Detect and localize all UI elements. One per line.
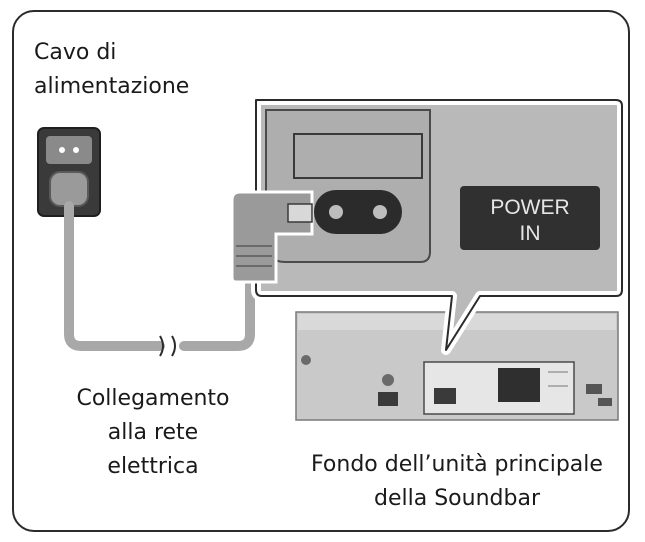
power-in-label-line2: IN: [520, 222, 541, 245]
mains-label-line: elettrica: [107, 454, 199, 479]
soundbar-bottom-label: Fondo dell’unità principale della Soundb…: [284, 448, 630, 516]
power-inlet: [314, 190, 402, 234]
wall-socket: [37, 127, 101, 217]
soundbar-label-line: Fondo dell’unità principale: [311, 452, 603, 477]
power-cable-label: Cavo di alimentazione: [34, 36, 189, 104]
power-in-label-line1: POWER: [490, 196, 569, 219]
soundbar-label-line: della Soundbar: [374, 486, 540, 511]
power-cable: [64, 201, 255, 357]
power-cable-label-line: alimentazione: [34, 74, 190, 99]
power-plug: [230, 190, 314, 284]
power-cable-label-line: Cavo di: [34, 40, 117, 65]
mains-connection-label: Collegamento alla rete elettrica: [58, 382, 248, 484]
callout-zoom: POWER IN: [230, 95, 627, 355]
mains-label-line: Collegamento: [76, 386, 230, 411]
power-in-badge: [460, 186, 600, 250]
mains-label-line: alla rete: [107, 420, 199, 445]
